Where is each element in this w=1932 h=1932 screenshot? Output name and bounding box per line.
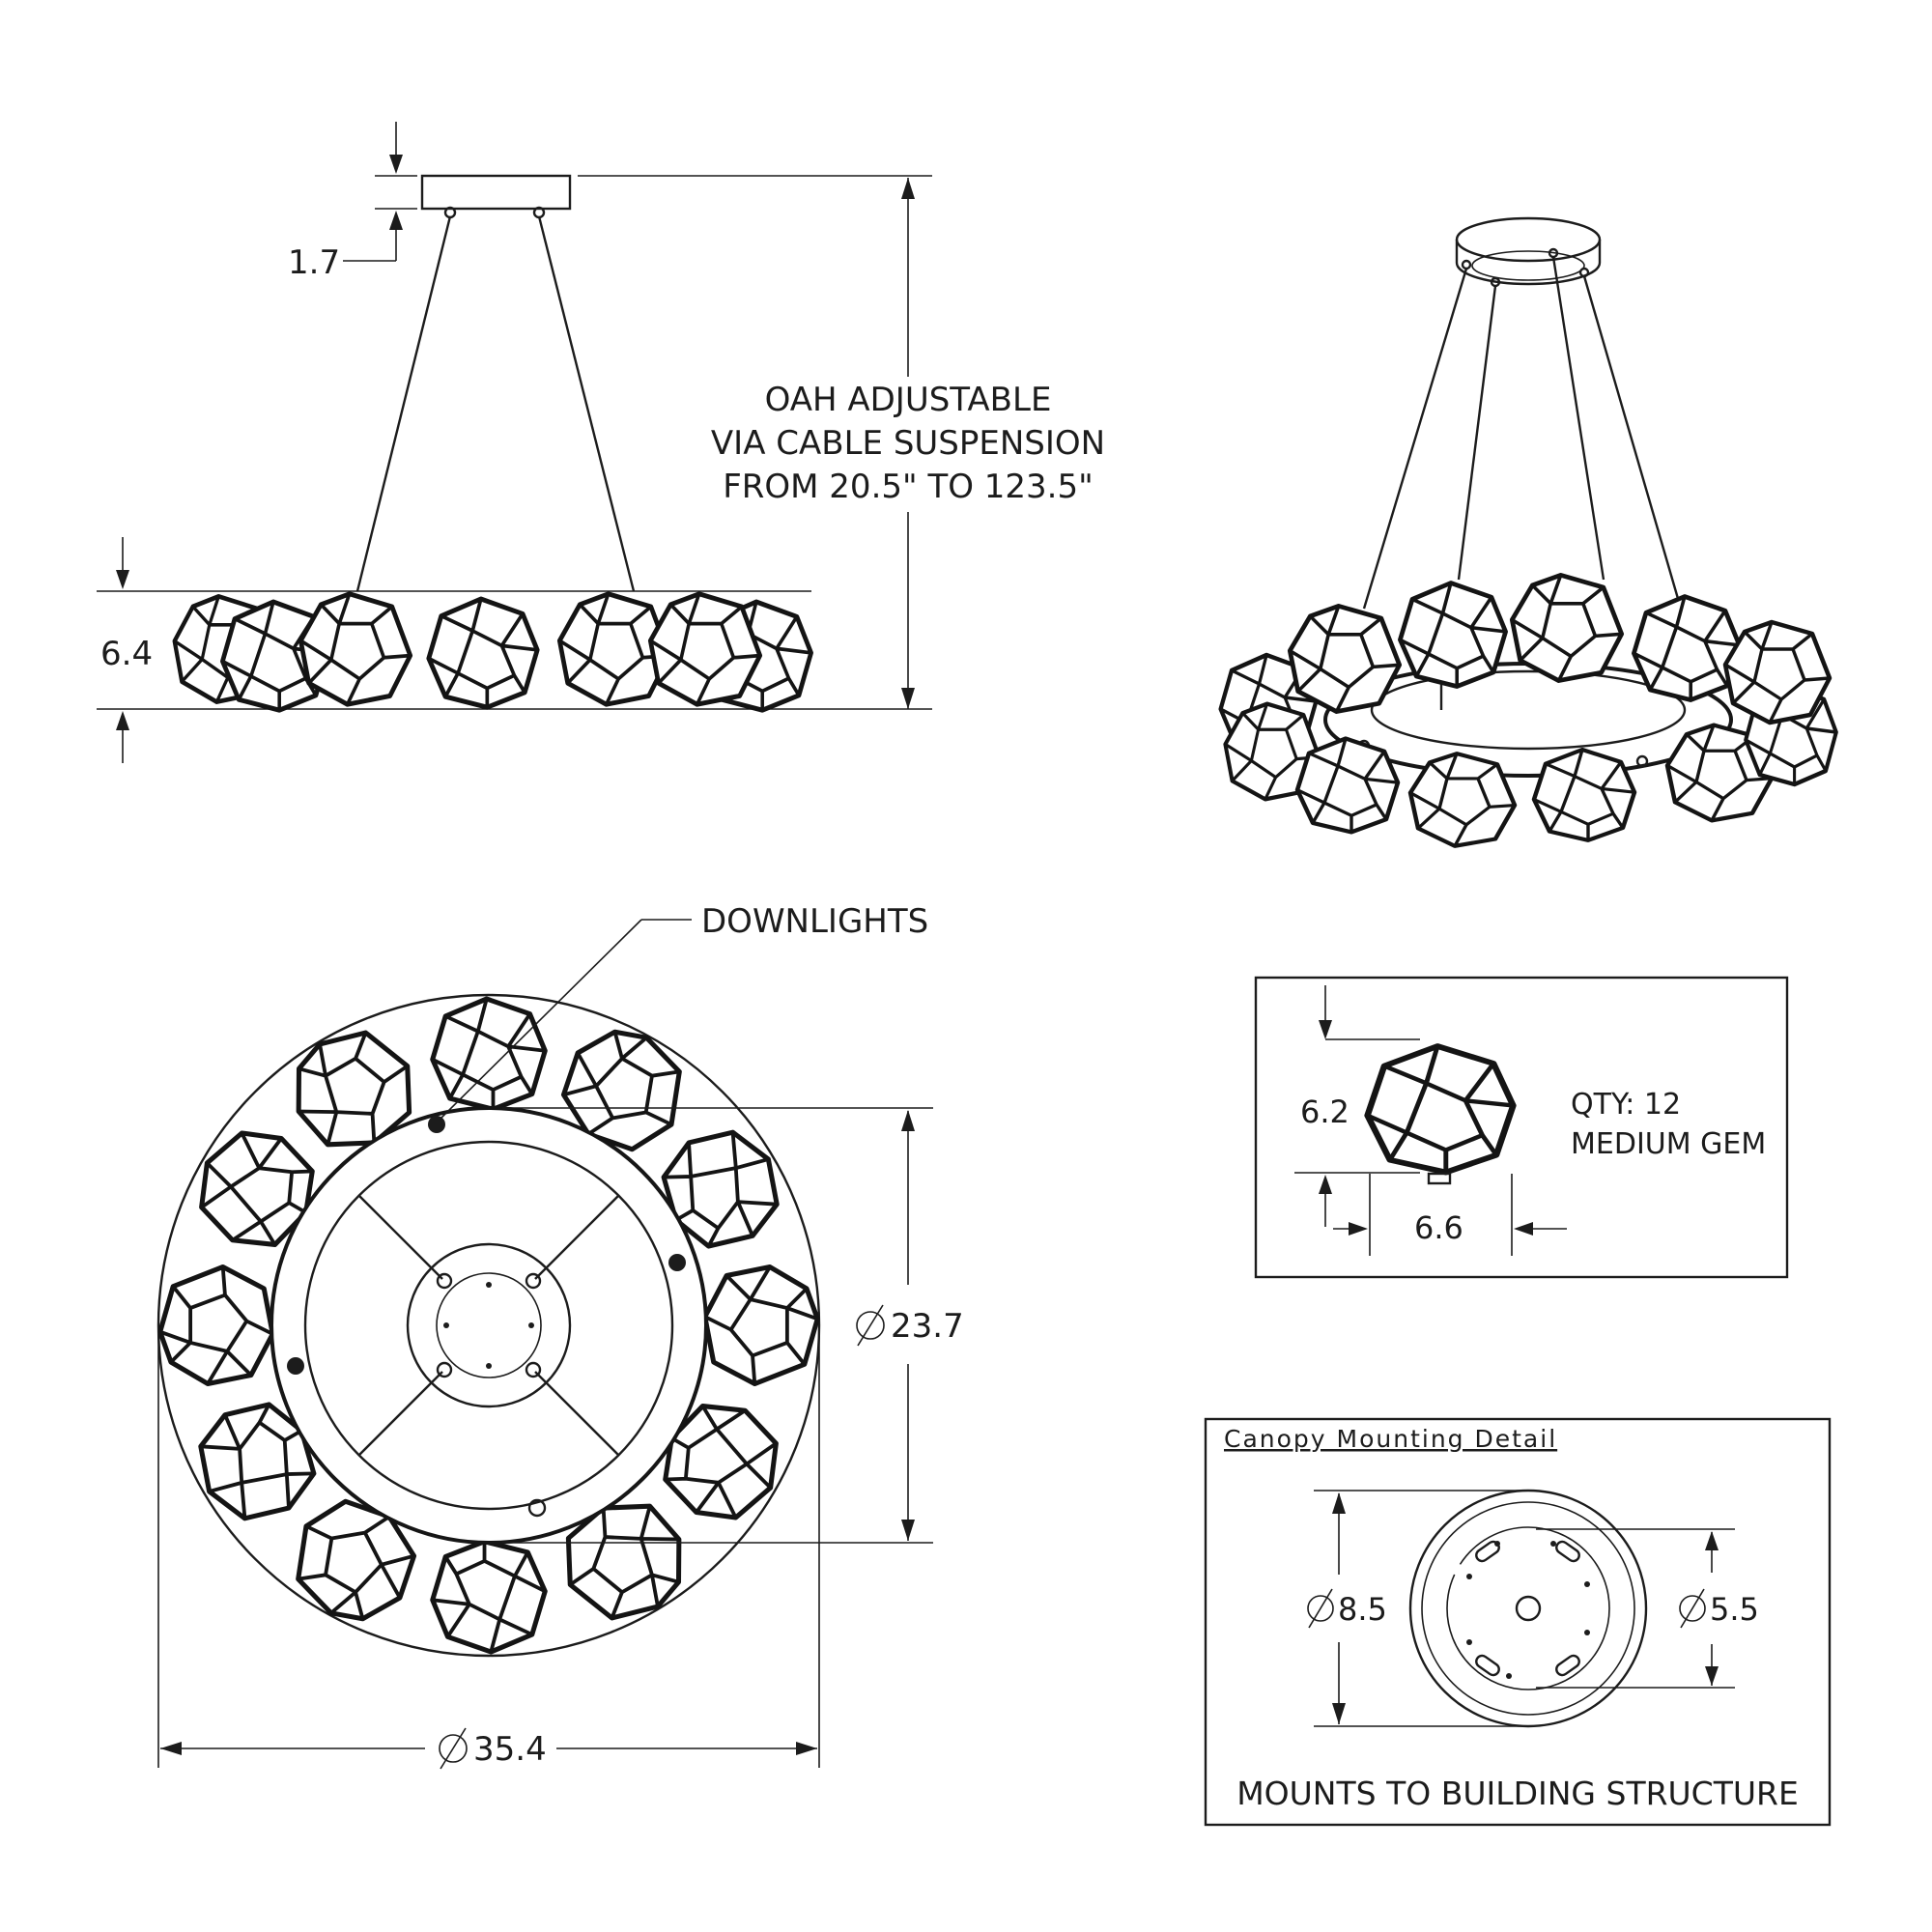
canopy-inner-diameter-dim: 5.5 bbox=[1710, 1591, 1759, 1628]
canopy-detail-title: Canopy Mounting Detail bbox=[1224, 1425, 1557, 1453]
ring-plate bbox=[270, 1106, 708, 1545]
canopy-plate bbox=[1408, 1489, 1648, 1728]
gem-ring-perspective bbox=[1221, 575, 1836, 845]
ring-height-dim: 6.4 bbox=[100, 635, 153, 673]
gem-quantity: QTY: 12 bbox=[1571, 1088, 1681, 1122]
canopy-detail-box: Canopy Mounting Detail 8.5 bbox=[1204, 1417, 1832, 1827]
oah-note-line-1: OAH ADJUSTABLE bbox=[765, 381, 1052, 419]
oah-note-line-3: FROM 20.5" TO 123.5" bbox=[723, 468, 1094, 506]
gem-width-dim: 6.6 bbox=[1414, 1209, 1463, 1246]
canopy-perspective bbox=[1455, 216, 1602, 263]
suspension-cable bbox=[355, 215, 452, 592]
oah-note-line-2: VIA CABLE SUSPENSION bbox=[711, 424, 1105, 463]
inner-diameter-dim: 23.7 bbox=[891, 1307, 964, 1346]
outer-diameter-dim: 35.4 bbox=[473, 1730, 547, 1769]
downlight-markers bbox=[287, 1116, 686, 1375]
canopy-height-dim: 1.7 bbox=[288, 243, 340, 282]
mounting-note: MOUNTS TO BUILDING STRUCTURE bbox=[1236, 1775, 1799, 1812]
canopy-outer-diameter-dim: 8.5 bbox=[1338, 1591, 1387, 1628]
perspective-view bbox=[1221, 216, 1836, 846]
medium-gem bbox=[1368, 1046, 1514, 1173]
gem-name: MEDIUM GEM bbox=[1571, 1127, 1766, 1161]
downlights-label: DOWNLIGHTS bbox=[701, 902, 928, 941]
bottom-view: DOWNLIGHTS 23.7 35.4 bbox=[156, 902, 964, 1770]
gem-detail-box: 6.2 6.6 QTY: 12 MEDIUM GEM bbox=[1254, 976, 1789, 1279]
suspension-cable bbox=[537, 215, 636, 592]
side-elevation-view: 1.7 OAH ADJUSTABLE VIA CABLE SUSPENSION … bbox=[97, 122, 1105, 763]
gem-height-dim: 6.2 bbox=[1300, 1094, 1350, 1130]
canopy-side bbox=[420, 174, 572, 211]
gem-ring-side bbox=[175, 594, 811, 710]
